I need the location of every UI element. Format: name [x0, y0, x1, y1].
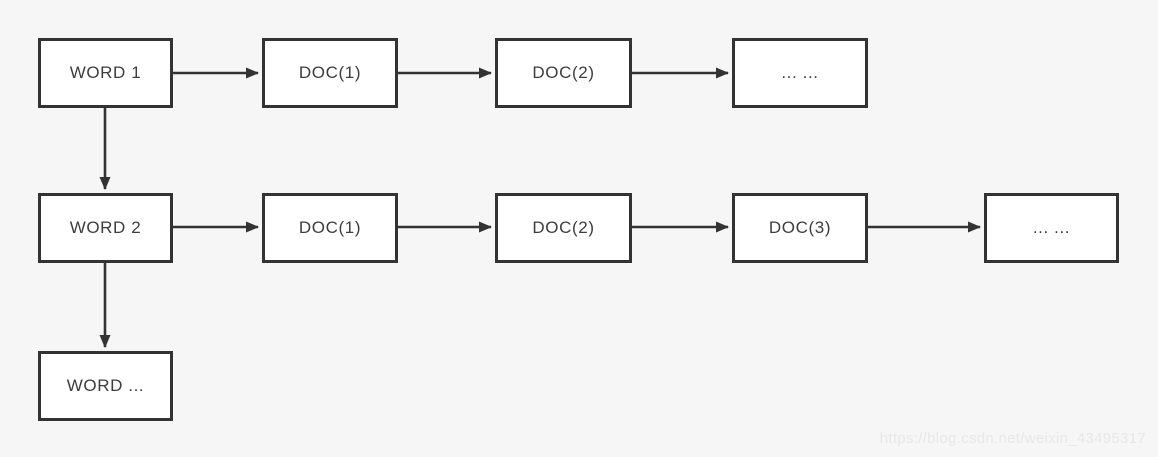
node-word-1: WORD 1	[38, 38, 173, 108]
node-row1-ellipsis: ... ...	[732, 38, 868, 108]
node-row2-doc-1-label: DOC(1)	[298, 218, 362, 237]
node-word-1-label: WORD 1	[69, 63, 142, 82]
node-word-2-label: WORD 2	[69, 218, 142, 237]
node-row1-doc-1: DOC(1)	[262, 38, 398, 108]
watermark: https://blog.csdn.net/weixin_43495317	[879, 430, 1146, 447]
node-row2-doc-1: DOC(1)	[262, 193, 398, 263]
node-row2-ellipsis-label: ... ...	[1032, 218, 1071, 237]
node-word-ellipsis-label: WORD ...	[66, 376, 145, 395]
node-row2-doc-2-label: DOC(2)	[532, 218, 595, 237]
node-row2-doc-3: DOC(3)	[732, 193, 868, 263]
node-row1-doc-2: DOC(2)	[495, 38, 632, 108]
node-row2-ellipsis: ... ...	[984, 193, 1119, 263]
node-row1-doc-1-label: DOC(1)	[298, 63, 362, 82]
node-word-2: WORD 2	[38, 193, 173, 263]
node-row2-doc-3-label: DOC(3)	[768, 218, 832, 237]
node-word-ellipsis: WORD ...	[38, 351, 173, 421]
node-row2-doc-2: DOC(2)	[495, 193, 632, 263]
node-row1-ellipsis-label: ... ...	[781, 63, 819, 82]
node-row1-doc-2-label: DOC(2)	[532, 63, 595, 82]
